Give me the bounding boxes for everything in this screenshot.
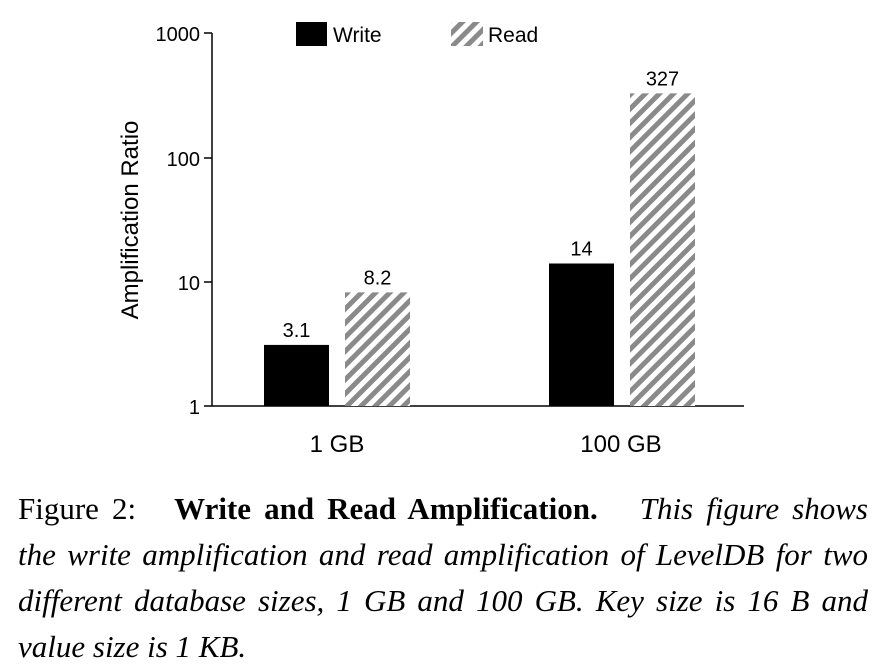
data-label-write-1gb: 3.1 (283, 320, 311, 342)
legend: Write Read (296, 22, 538, 47)
y-tick-label-100: 100 (167, 149, 200, 171)
y-tick-10: 10 (178, 273, 212, 295)
figure-caption: Figure 2: Write and Read Amplification.Th… (18, 486, 868, 670)
data-label-read-1gb: 8.2 (364, 267, 392, 289)
data-label-write-100gb: 14 (570, 238, 592, 260)
legend-label-read: Read (488, 24, 538, 47)
caption-title: Write and Read Amplification. (174, 491, 598, 526)
legend-swatch-read (451, 22, 483, 46)
y-tick-1000: 1000 (156, 24, 212, 46)
legend-swatch-write (296, 22, 327, 46)
caption-label: Figure 2: (18, 491, 137, 526)
y-tick-label-1000: 1000 (156, 24, 201, 46)
bar-write-1gb (264, 344, 329, 406)
y-tick-label-1: 1 (189, 397, 200, 419)
bar-read-100gb (630, 93, 695, 406)
x-tick-label-1gb: 1 GB (310, 431, 365, 458)
y-tick-100: 100 (167, 149, 212, 171)
data-label-read-100gb: 327 (646, 68, 679, 90)
caption-body: This figure shows the write amplificatio… (18, 491, 868, 664)
y-tick-1: 1 (189, 397, 212, 419)
y-tick-label-10: 10 (178, 273, 200, 295)
bar-write-100gb (549, 263, 614, 406)
x-tick-label-100gb: 100 GB (580, 431, 661, 458)
y-axis-label: Amplification Ratio (117, 121, 144, 320)
amplification-chart: Amplification Ratio 1000 100 10 1 3.1 8.… (117, 22, 744, 458)
bar-read-1gb (345, 292, 410, 406)
legend-label-write: Write (333, 24, 382, 47)
